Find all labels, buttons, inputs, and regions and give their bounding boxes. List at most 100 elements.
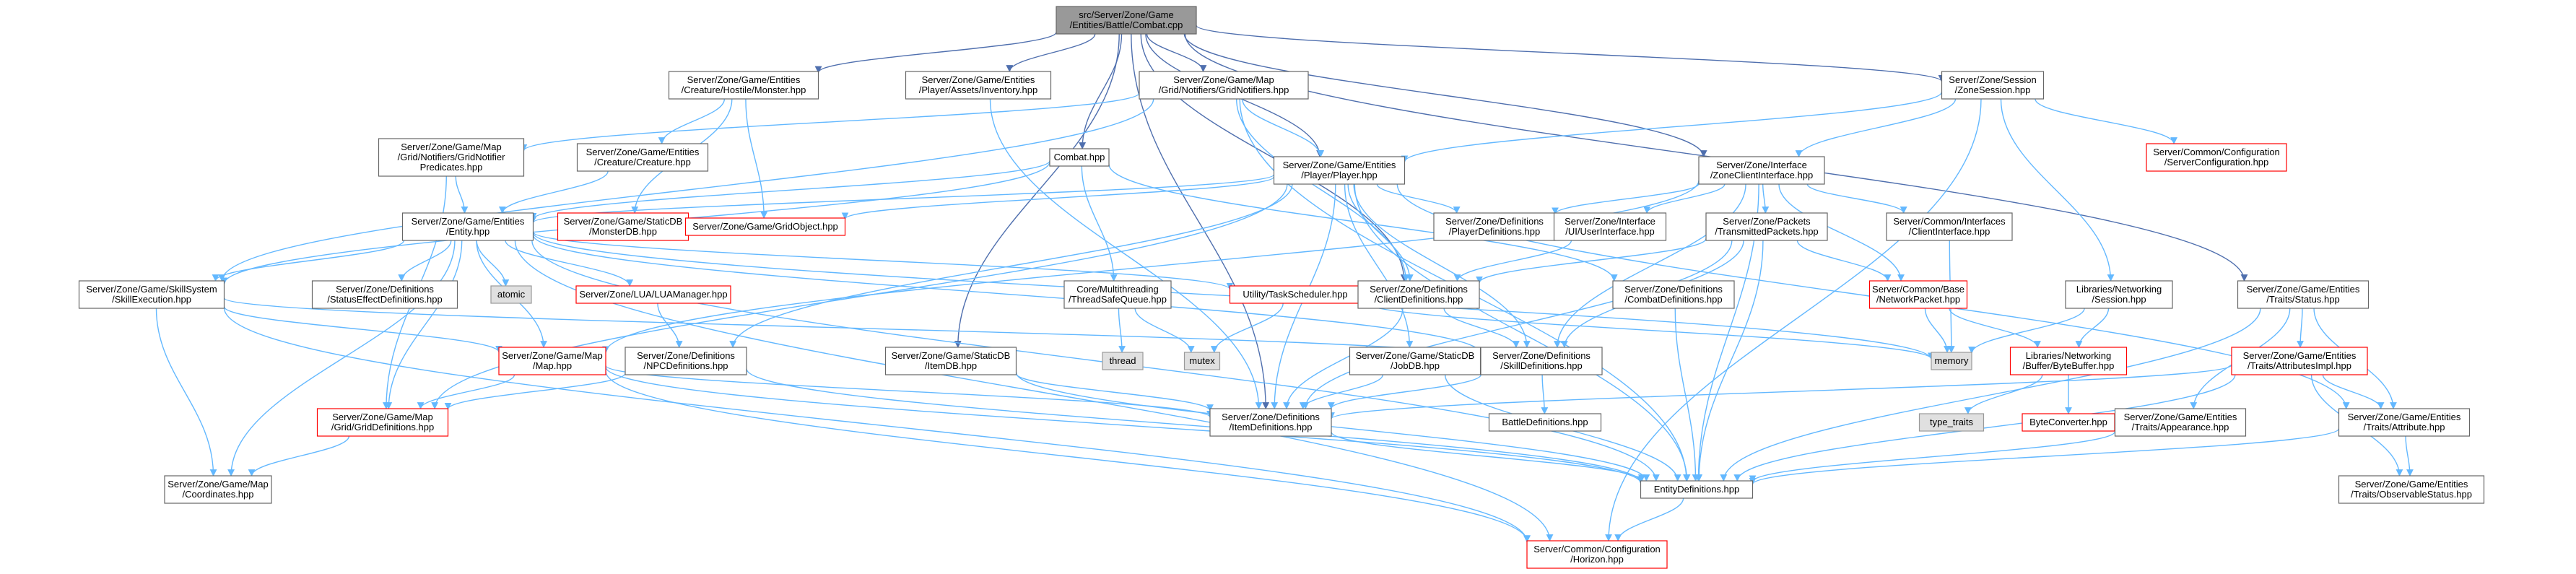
graph-node-statuseffect[interactable]: Server/Zone/Definitions/StatusEffectDefi… (311, 280, 458, 309)
edge-line (2075, 308, 2110, 348)
graph-node-gridnotifierpred[interactable]: Server/Zone/Game/Map/Grid/Notifiers/Grid… (378, 138, 525, 177)
edge-line (532, 231, 1234, 290)
node-label-line: /Grid/Notifiers/GridNotifier (398, 152, 505, 162)
node-label-line: Server/Zone/Game/Entities (586, 147, 700, 157)
graph-node-griddefs[interactable]: Server/Zone/Game/Map/Grid/GridDefinition… (316, 408, 449, 437)
graph-node-jobdb[interactable]: Server/Zone/Game/StaticDB/JobDB.hpp (1349, 347, 1481, 375)
graph-node-memory: memory (1931, 352, 1972, 370)
graph-node-creature[interactable]: Server/Zone/Game/Entities/Creature/Creat… (576, 143, 709, 172)
graph-node-serverconfig[interactable]: Server/Common/Configuration/ServerConfig… (2146, 143, 2287, 172)
graph-node-threadsafe[interactable]: Core/Multithreading/ThreadSafeQueue.hpp (1063, 280, 1172, 309)
graph-node-observable[interactable]: Server/Zone/Game/Entities/Traits/Observa… (2338, 475, 2485, 504)
graph-node-clientdefs[interactable]: Server/Zone/Definitions/ClientDefinition… (1357, 280, 1480, 309)
graph-node-appearance[interactable]: Server/Zone/Game/Entities/Traits/Appeara… (2114, 408, 2247, 437)
node-label-line: Server/Common/Interfaces (1893, 216, 2006, 227)
node-label-line: /ZoneSession.hpp (1955, 84, 2031, 95)
graph-node-netsession[interactable]: Libraries/Networking/Session.hpp (2065, 280, 2173, 309)
edge-line (1328, 364, 2232, 419)
node-label-line: /NPCDefinitions.hpp (643, 360, 728, 371)
node-label-line: /Grid/GridDefinitions.hpp (331, 422, 434, 432)
edge-line (1401, 91, 1943, 163)
graph-node-gridobject[interactable]: Server/Zone/Game/GridObject.hpp (684, 217, 846, 236)
graph-node-uiuserif[interactable]: Server/Zone/Interface/UI/UserInterface.h… (1553, 212, 1667, 241)
node-label-line: /Traits/ObservableStatus.hpp (2351, 489, 2472, 500)
graph-node-attribute[interactable]: Server/Zone/Game/Entities/Traits/Attribu… (2338, 408, 2471, 437)
graph-node-bytebuffer[interactable]: Libraries/Networking/Buffer/ByteBuffer.h… (2009, 347, 2128, 375)
graph-node-player[interactable]: Server/Zone/Game/Entities/Player/Player.… (1273, 156, 1406, 185)
edge-line (1081, 165, 1118, 282)
node-box (684, 217, 846, 236)
node-label-line: mutex (1189, 355, 1215, 366)
graph-node-luamanager[interactable]: Server/Zone/LUA/LUAManager.hpp (575, 285, 731, 304)
graph-node-attributesimpl[interactable]: Server/Zone/Game/Entities/Traits/Attribu… (2231, 347, 2368, 375)
edge-line (1554, 183, 1746, 348)
edge-line (532, 235, 1484, 355)
graph-node-skilldefs[interactable]: Server/Zone/Definitions/SkillDefinitions… (1480, 347, 1603, 375)
edge-line (1146, 33, 1207, 72)
node-box (1526, 540, 1668, 569)
edge-clientdefs-to-itemdefs (1283, 308, 1404, 409)
edge-zonesession-to-horizon (1605, 98, 1982, 542)
node-label-line: /Creature/Creature.hpp (594, 157, 691, 168)
graph-node-thread: thread (1102, 352, 1144, 370)
node-box (1183, 352, 1221, 370)
graph-node-taskscheduler[interactable]: Utility/TaskScheduler.hpp (1229, 285, 1362, 304)
node-label-line: memory (1935, 355, 1969, 366)
node-label-line: type_traits (1930, 417, 1973, 427)
graph-node-playerdefs[interactable]: Server/Zone/Definitions/PlayerDefinition… (1433, 212, 1556, 241)
node-box (1209, 408, 1332, 437)
graph-node-battledefs[interactable]: BattleDefinitions.hpp (1488, 413, 1602, 432)
graph-node-zoneclientif[interactable]: Server/Zone/Interface/ZoneClientInterfac… (1698, 156, 1825, 185)
node-box (1139, 71, 1309, 100)
edge-line (505, 240, 634, 287)
edge-zonesession-to-player (1401, 91, 1943, 163)
edge-attributesimpl-to-entitydefs (1733, 374, 2236, 482)
graph-node-map[interactable]: Server/Zone/Game/Map/Map.hpp (498, 347, 606, 375)
graph-node-networkpacket[interactable]: Server/Common/Base/NetworkPacket.hpp (1868, 280, 1968, 309)
node-label-line: /ClientDefinitions.hpp (1375, 294, 1463, 305)
graph-node-inventory[interactable]: Server/Zone/Game/Entities/Player/Assets/… (905, 71, 1052, 100)
edge-line (1749, 431, 2116, 483)
node-box (905, 71, 1052, 100)
edge-line (1118, 308, 1126, 353)
graph-node-byteconverter[interactable]: ByteConverter.hpp (2022, 413, 2115, 432)
graph-node-traitsstatus[interactable]: Server/Zone/Game/Entities/Traits/Status.… (2237, 280, 2370, 309)
graph-node-coordinates[interactable]: Server/Zone/Game/Map/Coordinates.hpp (164, 475, 272, 504)
edge-line (1762, 183, 1770, 214)
edge-griddefs-to-coordinates (248, 435, 350, 477)
graph-node-monsterdb[interactable]: Server/Zone/Game/StaticDB/MonsterDB.hpp (557, 212, 689, 241)
edge-line (1210, 303, 1284, 353)
graph-node-npcdefs[interactable]: Server/Zone/Definitions/NPCDefinitions.h… (625, 347, 747, 375)
edge-attributesimpl-to-attribute (2322, 374, 2385, 409)
edge-line (814, 32, 1057, 74)
node-label-line: /Traits/Appearance.hpp (2132, 422, 2229, 432)
graph-node-gridnotifiers[interactable]: Server/Zone/Game/Map/Grid/Notifiers/Grid… (1139, 71, 1309, 100)
graph-node-itemdefs[interactable]: Server/Zone/Definitions/ItemDefinitions.… (1209, 408, 1332, 437)
graph-node-combatdefs[interactable]: Server/Zone/Definitions/CombatDefinition… (1612, 280, 1735, 309)
edge-line (658, 98, 726, 144)
edge-combathpp-to-threadsafe (1081, 165, 1118, 282)
edge-line (605, 370, 1531, 543)
graph-node-horizon[interactable]: Server/Common/Configuration/Horizon.hpp (1526, 540, 1668, 569)
graph-node-monster[interactable]: Server/Zone/Game/Entities/Creature/Hosti… (668, 71, 819, 100)
edge-line (1733, 374, 2236, 482)
edge-skilldefs-to-itemdefs (1328, 374, 1481, 409)
edge-entity-to-atomic (476, 240, 510, 287)
edge-jobdb-to-itemdefs (1299, 374, 1383, 409)
edge-line (398, 240, 452, 282)
graph-node-transmitted[interactable]: Server/Zone/Packets/TransmittedPackets.h… (1705, 212, 1828, 241)
node-label-line: Server/Zone/Definitions (1222, 412, 1320, 422)
graph-node-zonesession[interactable]: Server/Zone/Session/ZoneSession.hpp (1941, 71, 2045, 100)
graph-node-clientif[interactable]: Server/Common/Interfaces/ClientInterface… (1886, 212, 2013, 241)
graph-node-itemdb[interactable]: Server/Zone/Game/StaticDB/ItemDB.hpp (884, 347, 1017, 375)
node-label-line: Server/Zone/Game/Entities (412, 216, 525, 227)
edge-line (1614, 497, 1684, 542)
graph-node-combat: src/Server/Zone/Game/Entities/Battle/Com… (1056, 6, 1197, 35)
graph-node-entitydefs[interactable]: EntityDefinitions.hpp (1640, 480, 1754, 499)
graph-node-combathpp[interactable]: Combat.hpp (1049, 148, 1110, 167)
graph-node-skillexec[interactable]: Server/Zone/Game/SkillSystem/SkillExecut… (78, 280, 225, 309)
node-label-line: Server/Zone/Game/Map (502, 350, 602, 361)
edge-zoneclientif-to-uiuserif (1643, 183, 1726, 214)
node-label-line: /SkillDefinitions.hpp (1500, 360, 1582, 371)
graph-node-entity[interactable]: Server/Zone/Game/Entities/Entity.hpp (401, 212, 534, 241)
